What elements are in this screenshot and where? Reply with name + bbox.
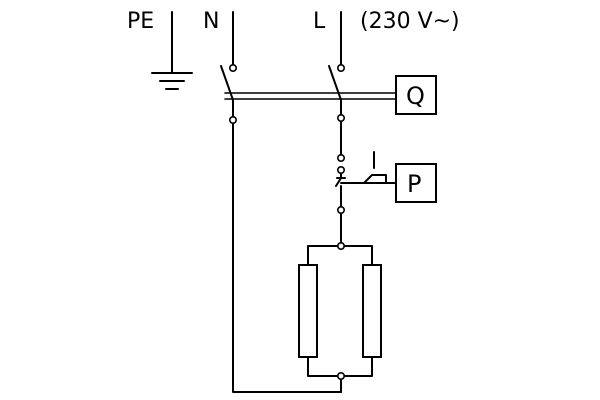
label-p: P: [407, 170, 421, 198]
terminal-p-upper: [336, 154, 345, 163]
l-pole-blade: [328, 65, 342, 101]
n-pole-blade: [220, 65, 234, 101]
main-switch-q: [220, 65, 397, 121]
terminal-p-lower: [336, 206, 345, 215]
terminal-l-bottom: [336, 114, 345, 123]
label-supply-voltage: (230 V~): [360, 9, 460, 34]
ground-symbol: [151, 72, 193, 90]
q-box: [395, 75, 437, 115]
label-pe: PE: [127, 9, 154, 34]
terminal-p-contact: [336, 166, 345, 175]
heater-element-right: [362, 264, 382, 358]
switch-p: [335, 151, 397, 211]
label-l: L: [313, 9, 326, 34]
heater-element-left: [298, 264, 318, 358]
heater-bank: [298, 245, 382, 393]
terminal-heater-top: [336, 242, 345, 251]
terminal-heater-bottom: [336, 371, 345, 380]
label-q: Q: [406, 82, 425, 110]
neutral-return-wire: [232, 119, 342, 393]
terminal-n-top: [229, 64, 238, 73]
label-n: N: [203, 9, 219, 34]
p-actuator-hook: [363, 174, 387, 184]
terminal-l-top: [336, 64, 345, 73]
p-box: [395, 163, 437, 203]
terminal-n-bottom: [229, 116, 238, 125]
